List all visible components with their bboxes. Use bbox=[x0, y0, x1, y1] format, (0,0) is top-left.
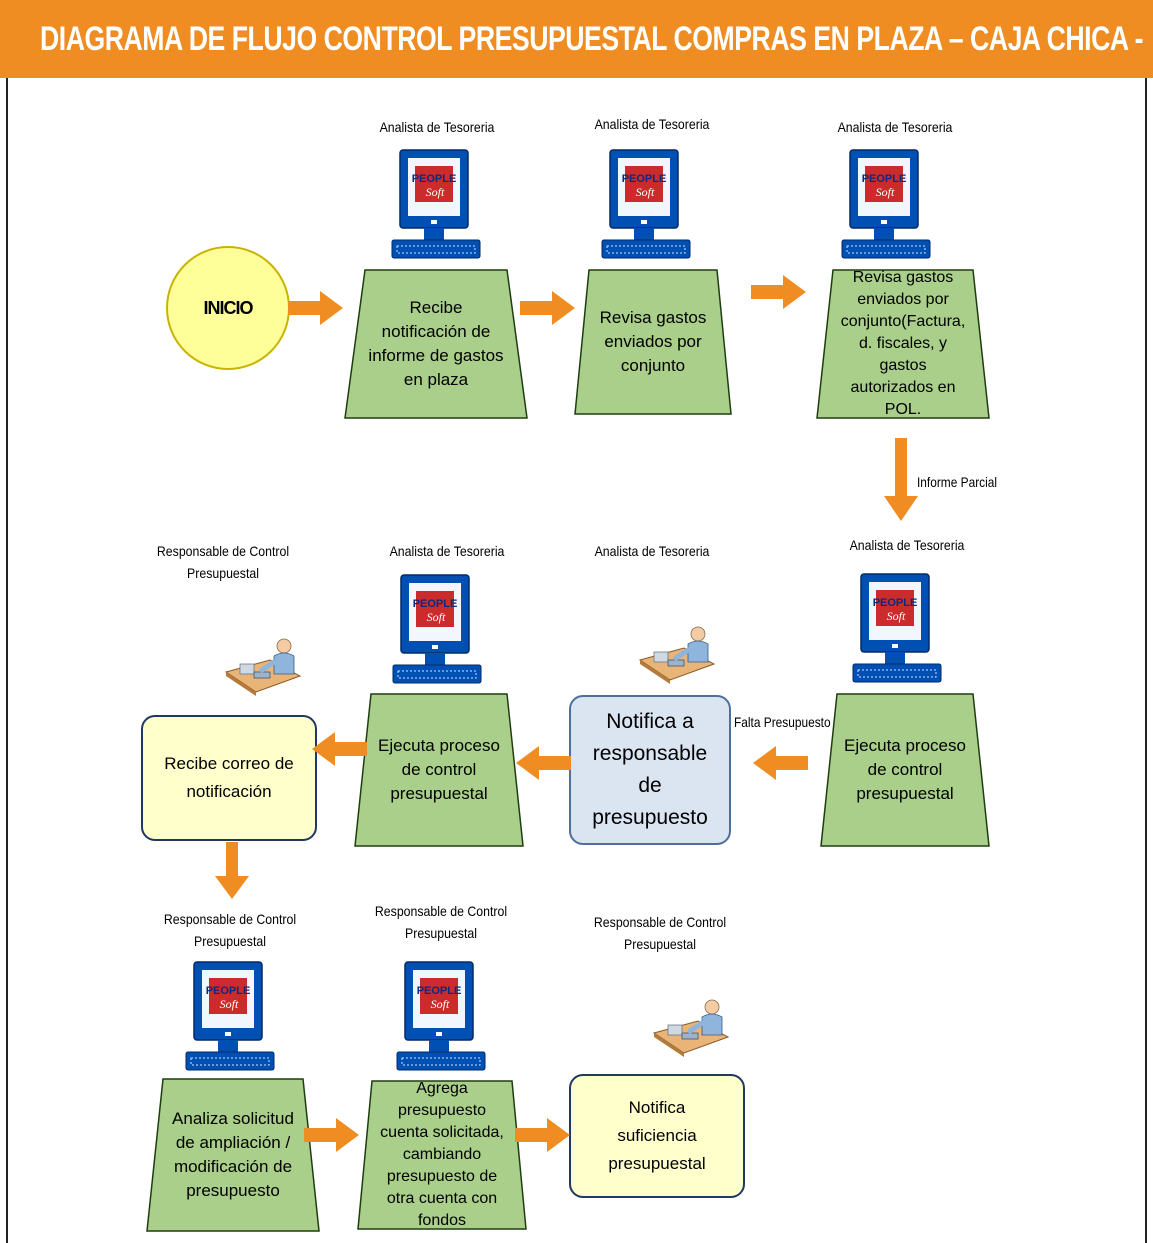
role-label-step-6: Analista de Tesoreria bbox=[389, 543, 505, 559]
process-step-9: Agrega presupuesto cuenta solicitada, ca… bbox=[356, 1079, 528, 1231]
arrow-right bbox=[515, 1118, 570, 1152]
process-step-4: Ejecuta proceso de control presupuestal bbox=[819, 692, 991, 848]
computer-icon: PEOPLE Soft bbox=[392, 574, 482, 684]
process-step-2: Revisa gastos enviados por conjunto bbox=[573, 268, 733, 416]
computer-icon: PEOPLE Soft bbox=[841, 149, 931, 259]
step-5-text: Notifica a responsable de presupuesto bbox=[592, 710, 708, 829]
svg-text:Soft: Soft bbox=[431, 997, 450, 1011]
diagram-title: DIAGRAMA DE FLUJO CONTROL PRESUPUESTAL C… bbox=[40, 20, 1143, 58]
role-label-step-10: Responsable de Control Presupuestal bbox=[593, 914, 727, 952]
process-step-6: Ejecuta proceso de control presupuestal bbox=[353, 692, 525, 848]
edge-label-informe-parcial: Informe Parcial bbox=[917, 474, 998, 490]
svg-text:Soft: Soft bbox=[887, 609, 906, 623]
computer-icon: PEOPLE Soft bbox=[852, 573, 942, 683]
computer-icon: PEOPLE Soft bbox=[601, 149, 691, 259]
svg-text:Soft: Soft bbox=[426, 185, 445, 199]
svg-text:PEOPLE: PEOPLE bbox=[622, 173, 667, 185]
process-step-1: Recibe notificación de informe de gastos… bbox=[343, 268, 529, 420]
svg-text:PEOPLE: PEOPLE bbox=[862, 173, 907, 185]
process-step-8: Analiza solicitud de ampliación / modifi… bbox=[145, 1077, 321, 1233]
person-at-desk-icon bbox=[224, 638, 302, 696]
svg-text:PEOPLE: PEOPLE bbox=[417, 985, 462, 997]
step-10-text: Notifica suficiencia presupuestal bbox=[608, 1098, 706, 1173]
svg-text:Soft: Soft bbox=[427, 610, 446, 624]
role-label-step-1: Analista de Tesoreria bbox=[379, 119, 495, 135]
step-3-text: Revisa gastos enviados por conjunto(Fact… bbox=[840, 269, 966, 418]
svg-text:Soft: Soft bbox=[636, 185, 655, 199]
step-8-text: Analiza solicitud de ampliación / modifi… bbox=[172, 1109, 294, 1200]
diagram-title-banner: DIAGRAMA DE FLUJO CONTROL PRESUPUESTAL C… bbox=[0, 0, 1153, 78]
role-label-step-9: Responsable de Control Presupuestal bbox=[374, 903, 508, 941]
person-at-desk-icon bbox=[652, 999, 730, 1057]
arrow-right bbox=[288, 291, 343, 325]
arrow-right bbox=[304, 1118, 359, 1152]
arrow-right bbox=[520, 291, 575, 325]
process-step-3: Revisa gastos enviados por conjunto(Fact… bbox=[815, 268, 991, 420]
arrow-down bbox=[215, 842, 249, 899]
arrow-down bbox=[884, 438, 918, 521]
step-7-text: Recibe correo de notificación bbox=[164, 754, 294, 801]
arrow-left bbox=[753, 746, 808, 780]
svg-text:Soft: Soft bbox=[876, 185, 895, 199]
arrow-left bbox=[516, 746, 571, 780]
diagram-frame bbox=[6, 78, 1147, 1243]
role-label-step-7: Responsable de Control Presupuestal bbox=[156, 543, 290, 581]
start-node: INICIO bbox=[166, 246, 290, 370]
role-label-step-3: Analista de Tesoreria bbox=[837, 119, 953, 135]
svg-text:Soft: Soft bbox=[220, 997, 239, 1011]
edge-label-falta-presupuesto: Falta Presupuesto bbox=[734, 714, 831, 730]
step-6-text: Ejecuta proceso de control presupuestal bbox=[378, 736, 500, 803]
role-label-step-5: Analista de Tesoreria bbox=[594, 543, 710, 559]
computer-icon: PEOPLE Soft bbox=[185, 961, 275, 1071]
svg-text:PEOPLE: PEOPLE bbox=[412, 173, 457, 185]
start-label: INICIO bbox=[203, 297, 253, 318]
step-2-text: Revisa gastos enviados por conjunto bbox=[599, 308, 707, 375]
step-1-text: Recibe notificación de informe de gastos… bbox=[368, 298, 504, 389]
arrow-left bbox=[312, 732, 367, 766]
receive-email-box: Recibe correo de notificación bbox=[141, 715, 317, 841]
notify-sufficiency-box: Notifica suficiencia presupuestal bbox=[569, 1074, 745, 1198]
role-label-step-8: Responsable de Control Presupuestal bbox=[163, 911, 297, 949]
step-4-text: Ejecuta proceso de control presupuestal bbox=[844, 736, 966, 803]
arrow-right bbox=[751, 275, 806, 309]
svg-text:PEOPLE: PEOPLE bbox=[873, 597, 918, 609]
computer-icon: PEOPLE Soft bbox=[396, 961, 486, 1071]
svg-text:PEOPLE: PEOPLE bbox=[413, 598, 458, 610]
svg-text:PEOPLE: PEOPLE bbox=[206, 985, 251, 997]
step-9-text: Agrega presupuesto cuenta solicitada, ca… bbox=[380, 1080, 504, 1229]
role-label-step-4: Analista de Tesoreria bbox=[849, 537, 965, 553]
computer-icon: PEOPLE Soft bbox=[391, 149, 481, 259]
notify-budget-owner-box: Notifica a responsable de presupuesto bbox=[569, 695, 731, 845]
role-label-step-2: Analista de Tesoreria bbox=[594, 116, 710, 132]
person-at-desk-icon bbox=[638, 626, 716, 684]
